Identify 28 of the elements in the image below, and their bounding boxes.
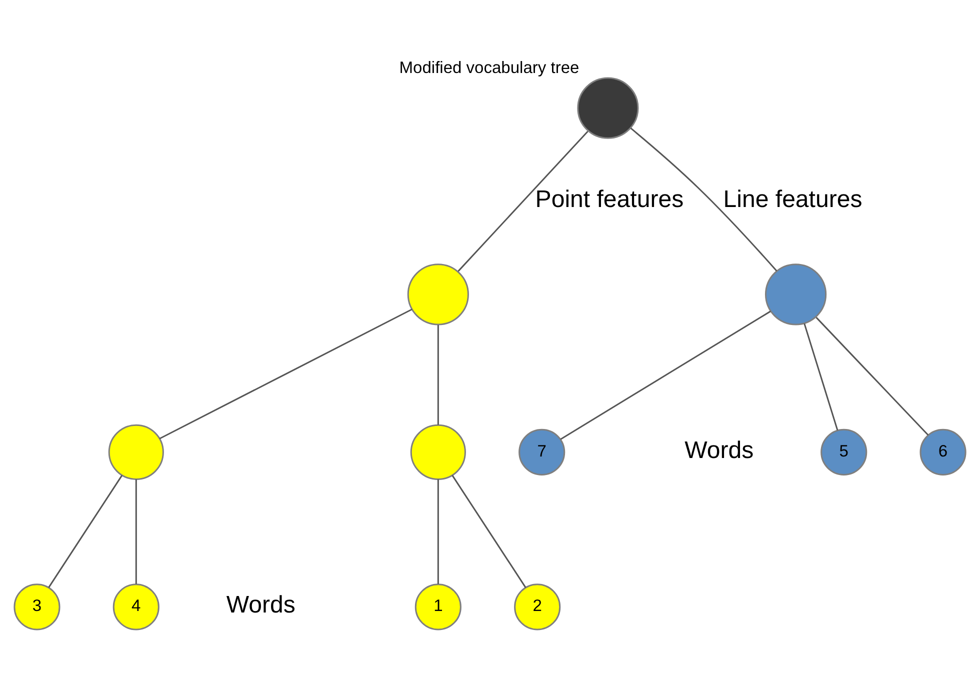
connector bbox=[458, 130, 588, 272]
connector bbox=[437, 478, 439, 584]
connector bbox=[816, 316, 929, 435]
node-circle bbox=[410, 424, 466, 480]
node-circle bbox=[108, 424, 164, 480]
connector bbox=[630, 127, 778, 271]
node-circle: 4 bbox=[112, 583, 160, 630]
label: Words bbox=[684, 436, 754, 464]
node-circle: 1 bbox=[414, 583, 462, 630]
node-circle: 3 bbox=[14, 583, 60, 630]
connector bbox=[804, 322, 838, 430]
node-circle: 2 bbox=[514, 583, 561, 630]
node-label: Modified vocabulary tree bbox=[399, 58, 580, 77]
connector bbox=[135, 478, 137, 584]
node-circle bbox=[577, 76, 639, 138]
node-circle: 7 bbox=[518, 428, 566, 475]
connector bbox=[560, 310, 771, 440]
node-circle: 6 bbox=[920, 428, 966, 475]
edge-label: Point features bbox=[535, 185, 684, 212]
node-circle: 5 bbox=[820, 428, 868, 475]
connector bbox=[452, 474, 526, 588]
connector bbox=[48, 474, 123, 588]
connector bbox=[437, 324, 439, 424]
node-circle bbox=[764, 263, 827, 325]
label: Words bbox=[226, 591, 296, 618]
connector bbox=[159, 308, 412, 439]
edge-label: Line features bbox=[723, 185, 862, 212]
node-circle bbox=[407, 263, 469, 325]
